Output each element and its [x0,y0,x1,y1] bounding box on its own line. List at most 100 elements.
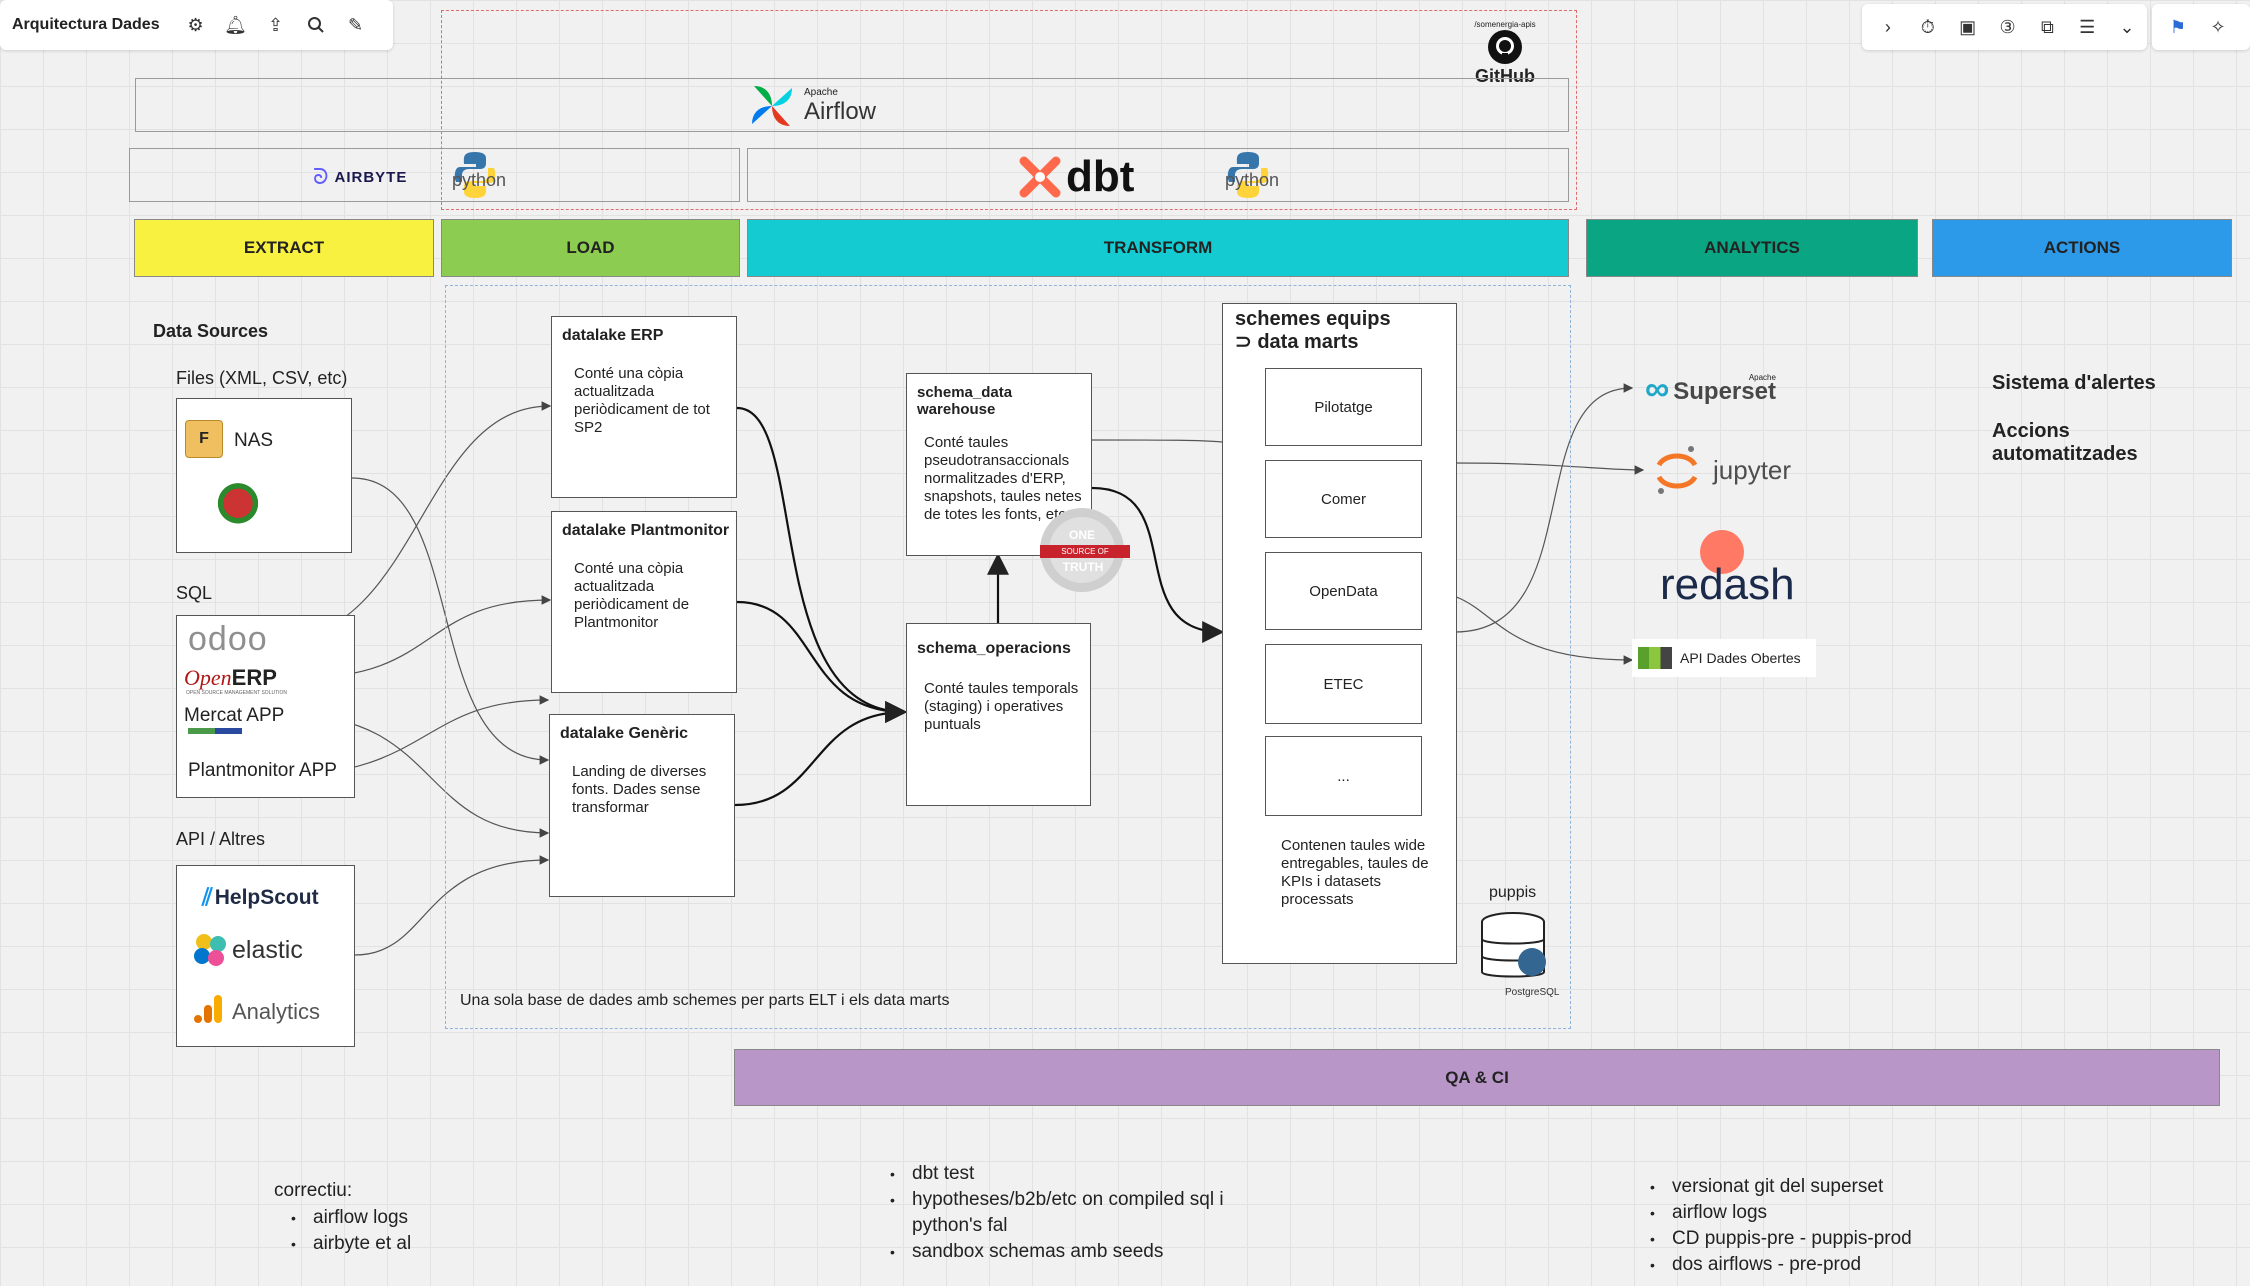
redash-name: redash [1660,560,1795,609]
mercat-label: Mercat APP [184,705,285,726]
schema-ops-title: schema_operacions [917,640,1071,657]
number-icon[interactable]: ③ [1999,16,2016,37]
cursor-flag-icon[interactable]: ⚑ [2169,16,2187,37]
postgres-caption: PostgreSQL [1505,987,1560,998]
datalake-generic-desc: Landing de diverses fonts. Dades sense t… [572,763,707,816]
api-dades-obertes[interactable]: API Dades Obertes [1632,639,1816,677]
chevron-double-down-icon[interactable]: ⌄ [2119,16,2135,37]
github-icon [1488,30,1522,64]
upload-icon[interactable]: ⇪ [268,14,284,35]
redash-icon [1700,530,1744,574]
mart-opendata[interactable]: OpenData [1265,552,1422,630]
dbt-icon [1019,156,1061,198]
mart-etec[interactable]: ETEC [1265,644,1422,724]
celebrate-icon[interactable]: ✧ [2210,16,2226,37]
phase-load: LOAD [441,219,740,277]
database-note: Una sola base de dades amb schemes per p… [460,992,950,1009]
airflow-band [135,78,1569,132]
datalake-erp-title: datalake ERP [562,327,664,344]
dbt-name: dbt [1066,152,1135,201]
infinity-icon: ∞ [1645,370,1670,408]
database-frame [445,285,1571,1029]
notes-right-item: versionat git del superset [1650,1174,1966,1200]
board-title[interactable]: Arquitectura Dades [12,16,160,33]
notes-left-heading: correctiu: [274,1180,353,1201]
schema-operacions[interactable]: schema_operacions Conté taules temporals… [906,623,1091,806]
timer-icon[interactable]: ⏱ [1920,16,1935,37]
document-icon[interactable]: ☰ [2079,16,2096,37]
chevron-right-icon[interactable]: › [1884,16,1891,37]
notes-right-item: CD puppis-pre - puppis-prod [1650,1226,1966,1252]
notes-middle-list: dbt test hypotheses/b2b/etc on compiled … [876,1161,1256,1265]
airflow-icon [752,86,792,126]
python-icon [1227,152,1269,198]
openerp-tagline: OPEN SOURCE MANAGEMENT SOLUTION [186,690,288,696]
phase-transform: TRANSFORM [747,219,1569,277]
superset-logo: ∞ Apache Superset [1645,370,1776,409]
python-label-2: python [1225,170,1280,190]
stamp-bottom: TRUTH [1062,560,1104,574]
notes-right-item: airflow logs [1650,1200,1966,1226]
notes-middle-item: sandbox schemas amb seeds [890,1239,1256,1265]
mart-comer[interactable]: Comer [1265,460,1422,538]
settings-icon[interactable]: ⚙ [187,14,204,35]
magic-wand-icon[interactable]: ✎ [348,14,364,35]
openerp-logo: OpenERP [184,665,277,691]
schema-data-warehouse[interactable]: schema_data warehouse Conté taules pseud… [906,373,1092,556]
ftp-icon [212,478,264,524]
python-icon [454,152,496,198]
present-icon[interactable]: ⧉ [2040,16,2054,37]
bell-icon[interactable]: 🔔︎ [224,14,248,35]
opendata-icon [1638,647,1672,669]
elastic-icon [194,934,226,966]
github-caption: /somenergia-apis [1474,20,1536,29]
tools-toolbar: › ⏱ ▣ ③ ⧉ ☰ ⌄ [1862,4,2147,50]
sql-label: SQL [176,583,213,603]
stamp-ribbon: SOURCE OF [1040,545,1130,558]
mart-pilotatge[interactable]: Pilotatge [1265,368,1422,446]
phase-actions: ACTIONS [1932,219,2232,277]
github-logo: /somenergia-apis GitHub [1470,20,1540,87]
alerts-system: Sistema d'alertes [1992,372,2156,394]
automated-actions: Accions automatitzades [1992,420,2138,465]
datalake-plantmonitor-desc: Conté una còpia actualitzada periòdicame… [574,560,690,631]
superset-name: Superset [1673,378,1776,405]
schema-dw-title: schema_data warehouse [917,384,1013,418]
helpscout-name: HelpScout [214,886,319,909]
helpscout-logo: ⫽ HelpScout [202,884,319,912]
search-icon[interactable] [305,14,327,36]
helpscout-icon: ⫽ [202,884,213,911]
airbyte-icon: ᘐ [313,164,329,189]
mercat-logo-icon [188,728,242,734]
airflow-name: Airflow [804,97,877,125]
datalake-generic[interactable]: datalake Genèric Landing de diverses fon… [549,714,735,897]
elastic-logo: elastic [192,932,303,968]
jupyter-icon [1656,446,1698,494]
schema-dw-desc: Conté taules pseudotransaccionals normal… [924,434,1082,523]
orchestration-frame [441,10,1577,210]
datalake-generic-title: datalake Genèric [560,725,689,742]
notes-left-list: airflow logs airbyte et al [277,1205,411,1257]
datalake-erp[interactable]: datalake ERP Conté una còpia actualitzad… [551,316,737,498]
el-tools-band [129,148,740,202]
elastic-name: elastic [232,935,303,964]
plantmonitor-label: Plantmonitor APP [188,760,337,781]
card-icon[interactable]: ▣ [1959,16,1977,37]
notes-left-item: airflow logs [291,1205,411,1231]
python-logo-1 [452,150,498,205]
stamp-top: ONE [1068,528,1095,542]
notes-middle-item: dbt test [890,1161,1256,1187]
airbyte-name: AIRBYTE [334,168,408,186]
mart-more[interactable]: ... [1265,736,1422,816]
postgres-db-icon [1480,912,1550,995]
phase-extract: EXTRACT [134,219,434,277]
files-label: Files (XML, CSV, etc) [176,368,348,388]
datalake-plantmonitor[interactable]: datalake Plantmonitor Conté una còpia ac… [551,511,737,693]
notes-left-item: airbyte et al [291,1231,411,1257]
python-logo-2 [1225,150,1271,205]
airflow-sub: Apache [804,86,838,98]
t-tools-band [747,148,1569,202]
jupyter-logo: jupyter [1655,443,1791,497]
notes-right-item: dos airflows - pre-prod [1650,1252,1966,1278]
qa-ci-bar: QA & CI [734,1049,2220,1106]
